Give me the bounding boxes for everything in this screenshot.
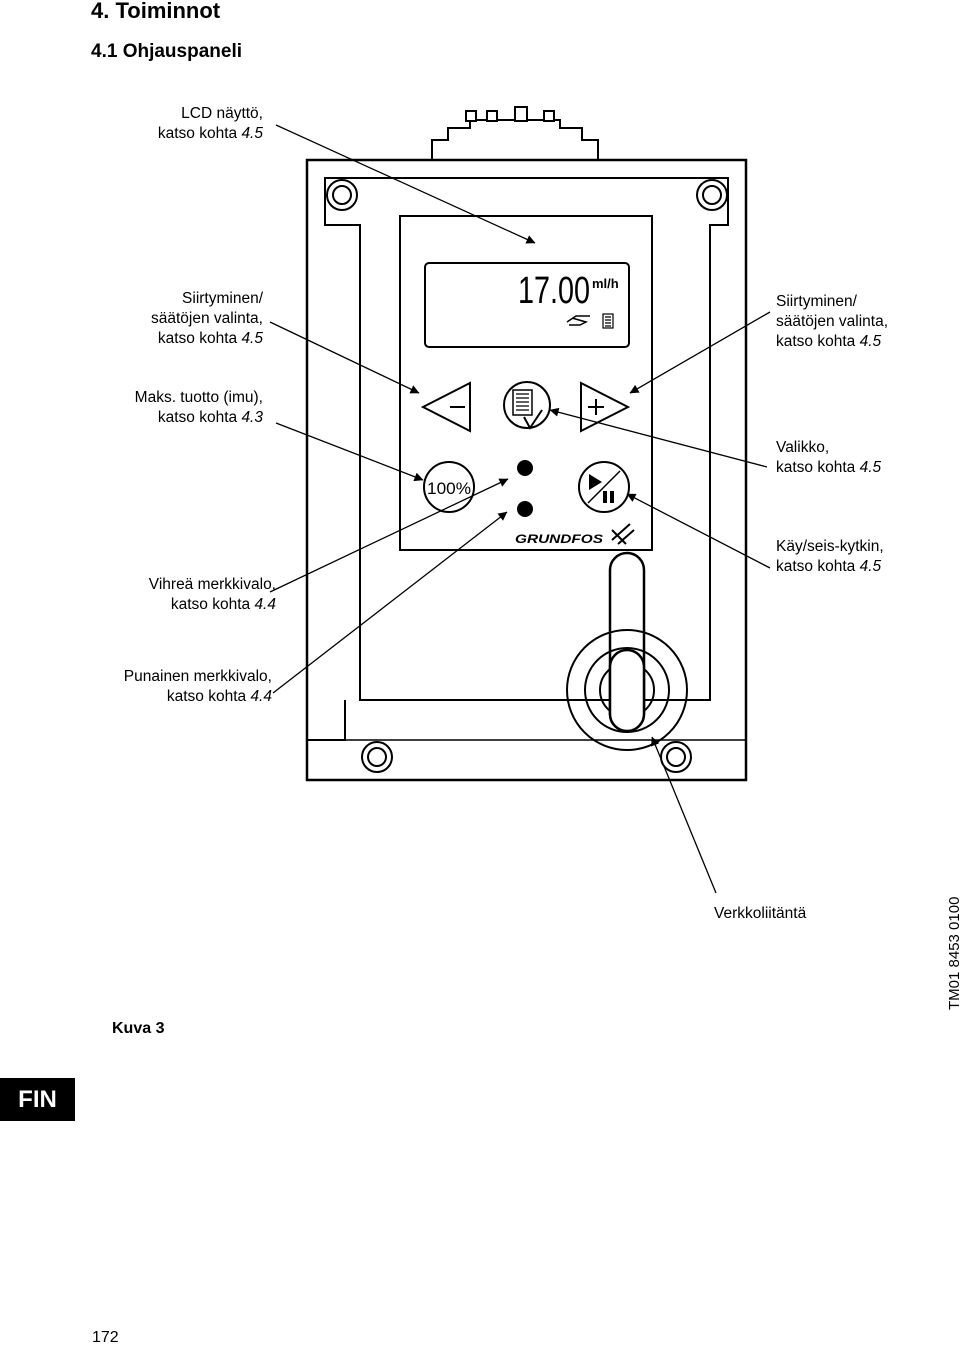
- callout-mains: Verkkoliitäntä: [714, 905, 807, 922]
- max-flow-label: 100%: [427, 479, 471, 498]
- callout-nav-left: Siirtyminen/ säätöjen valinta, katso koh…: [150, 290, 263, 347]
- green-led: [517, 460, 533, 476]
- callout-max-flow: Maks. tuotto (imu), katso kohta 4.3: [134, 389, 263, 426]
- plus-button[interactable]: [580, 381, 631, 433]
- page-number: 172: [92, 1329, 119, 1346]
- leader-mains: [651, 736, 717, 894]
- leader-nav-left: [269, 321, 420, 394]
- menu-list-icon: [602, 313, 614, 329]
- minus-button[interactable]: [420, 381, 471, 433]
- lcd-display: [424, 262, 630, 348]
- leader-max-flow: [275, 422, 424, 482]
- lcd-unit: ml/h: [592, 276, 619, 291]
- callout-start-stop: Käy/seis-kytkin, katso kohta 4.5: [776, 538, 884, 575]
- screw-icon: [326, 179, 358, 211]
- lcd-value: 17.00: [518, 270, 590, 312]
- figure-caption: Kuva 3: [112, 1020, 165, 1037]
- leader-lcd: [275, 124, 536, 244]
- callout-lcd: LCD näyttö, katso kohta 4.5: [157, 105, 263, 142]
- section-title: 4. Toiminnot: [91, 0, 221, 23]
- leader-nav-right: [629, 311, 771, 394]
- screw-icon: [660, 741, 692, 773]
- leader-start-stop: [626, 493, 771, 569]
- brand-logo: GRUNDFOS: [515, 534, 603, 546]
- check-icon: [523, 409, 543, 430]
- leader-green-led: [269, 478, 509, 593]
- leader-red-led: [272, 511, 508, 694]
- screw-icon: [696, 179, 728, 211]
- callout-menu: Valikko, katso kohta 4.5: [776, 439, 882, 476]
- callout-nav-right: Siirtyminen/ säätöjen valinta, katso koh…: [776, 293, 889, 350]
- callout-red-led: Punainen merkkivalo, katso kohta 4.4: [123, 668, 272, 705]
- red-led: [517, 501, 533, 517]
- max-flow-button[interactable]: 100%: [423, 461, 475, 513]
- callout-green-led: Vihreä merkkivalo, katso kohta 4.4: [148, 576, 276, 613]
- menu-button[interactable]: [503, 381, 551, 430]
- subsection-title: 4.1 Ohjauspaneli: [91, 41, 242, 62]
- hand-icon: [566, 315, 590, 326]
- screw-icon: [361, 741, 393, 773]
- brand-mark-icon: [611, 523, 635, 545]
- leader-menu: [549, 407, 768, 468]
- start-stop-button[interactable]: [578, 461, 630, 513]
- play-icon: [589, 474, 602, 490]
- top-connector: [431, 106, 599, 161]
- pause-icon: [603, 491, 607, 503]
- language-badge: FIN: [0, 1078, 75, 1121]
- figure-code: TM01 8453 0100: [946, 896, 960, 1010]
